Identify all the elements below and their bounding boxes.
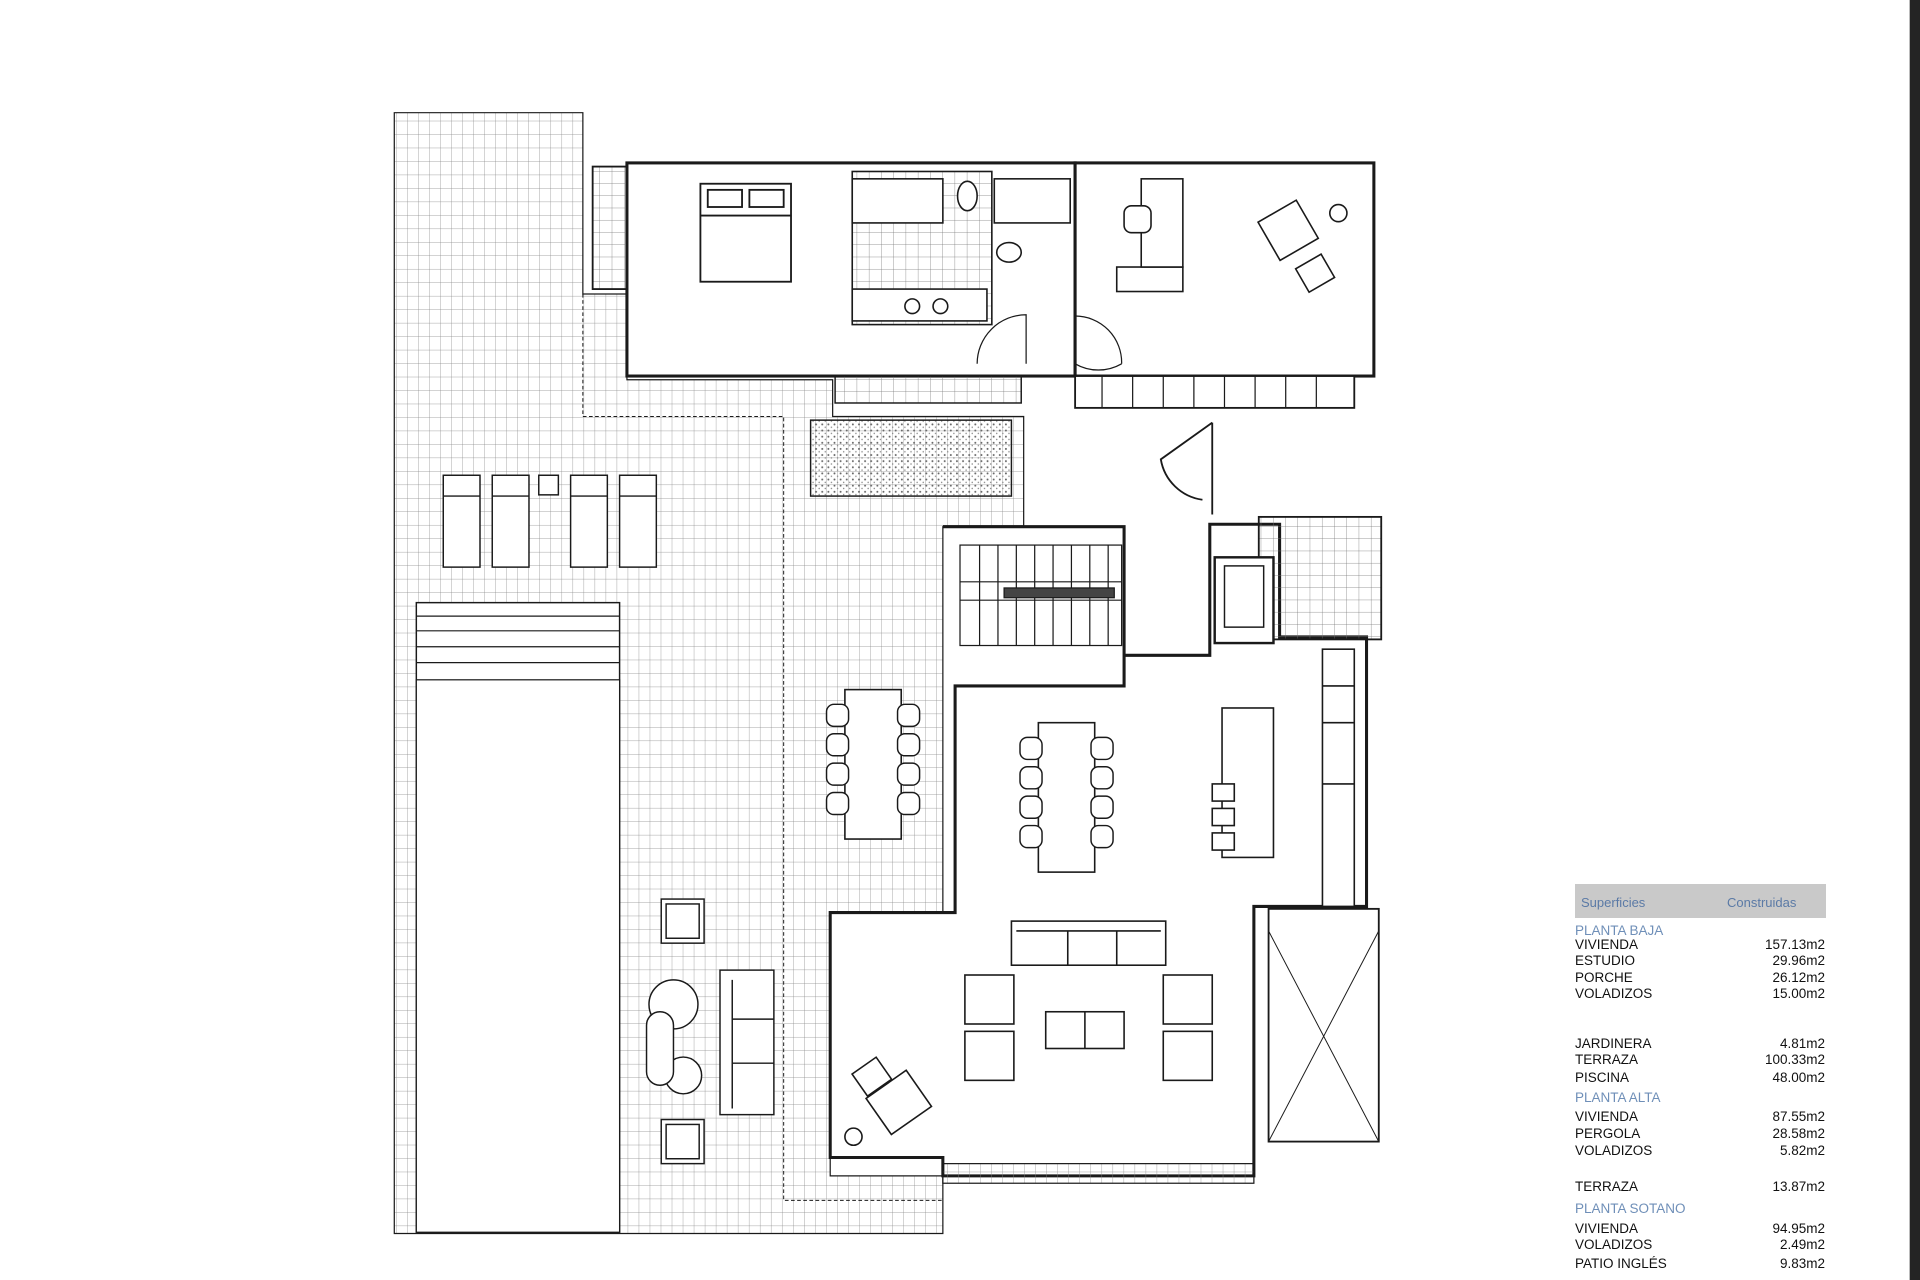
dining-chair	[825, 732, 850, 757]
dining-chair	[825, 703, 850, 728]
staircase	[959, 544, 1123, 647]
dining-chair	[896, 732, 921, 757]
dining-chair	[825, 791, 850, 816]
dining-chair	[1090, 824, 1114, 849]
dining-chair	[1090, 766, 1114, 790]
dining-chair	[1090, 736, 1114, 761]
main-house	[828, 522, 1369, 1178]
bed	[699, 182, 792, 283]
office	[1115, 178, 1348, 294]
living-room	[844, 920, 1214, 1147]
dining-chair	[896, 703, 921, 728]
dining-chair	[896, 762, 921, 786]
dining-chair	[1090, 795, 1114, 819]
dining-chairs	[825, 703, 1114, 849]
sun-loungers	[442, 474, 658, 568]
bathroom	[851, 170, 1071, 326]
dining-chair	[1019, 736, 1043, 761]
dining-chair	[896, 791, 921, 816]
planter	[809, 419, 1013, 497]
kitchen	[1211, 648, 1356, 908]
pool	[415, 601, 621, 1233]
dining-chair	[1019, 824, 1043, 849]
dining-chair	[1019, 766, 1043, 790]
outdoor-lounge	[645, 898, 775, 1165]
dining-chair	[825, 762, 850, 786]
dining-chair	[1019, 795, 1043, 819]
window-edge	[1909, 0, 1920, 1280]
